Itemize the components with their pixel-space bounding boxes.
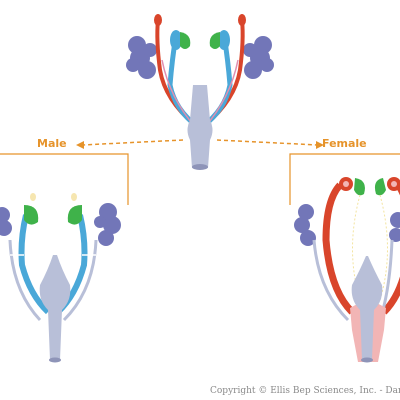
female-left-gonad bbox=[294, 204, 316, 246]
male-urogenital-sinus bbox=[39, 255, 71, 360]
female-right-mullerian-duct bbox=[381, 183, 400, 315]
copyright-notice: Copyright © Ellis Bep Sciences, Inc. - D… bbox=[210, 386, 400, 396]
female-stage bbox=[294, 177, 400, 363]
male-right-gonad bbox=[94, 203, 121, 246]
left-arrow-head bbox=[76, 141, 84, 149]
female-right-fimbria bbox=[387, 177, 400, 191]
male-label: Male bbox=[37, 137, 67, 150]
arrows bbox=[0, 139, 400, 205]
female-urogenital-sinus bbox=[351, 256, 383, 360]
female-left-mullerian-duct bbox=[322, 182, 355, 315]
right-gonad bbox=[243, 36, 274, 79]
left-mesonephric-tubule bbox=[180, 32, 191, 49]
male-left-gonad bbox=[0, 207, 12, 236]
male-right-tubule bbox=[67, 205, 82, 225]
indifferent-stage bbox=[126, 14, 274, 170]
male-left-tubule bbox=[24, 205, 39, 225]
male-stage bbox=[0, 193, 121, 363]
female-label: Female bbox=[322, 137, 367, 150]
right-mesonephric-tubule bbox=[209, 32, 220, 49]
left-gonad bbox=[126, 36, 157, 79]
male-bracket bbox=[0, 153, 129, 205]
right-arrow-head bbox=[316, 141, 324, 149]
female-right-gonad bbox=[389, 212, 400, 242]
female-bracket bbox=[289, 153, 400, 205]
female-left-fimbria bbox=[339, 177, 353, 191]
urogenital-sinus bbox=[187, 85, 213, 168]
